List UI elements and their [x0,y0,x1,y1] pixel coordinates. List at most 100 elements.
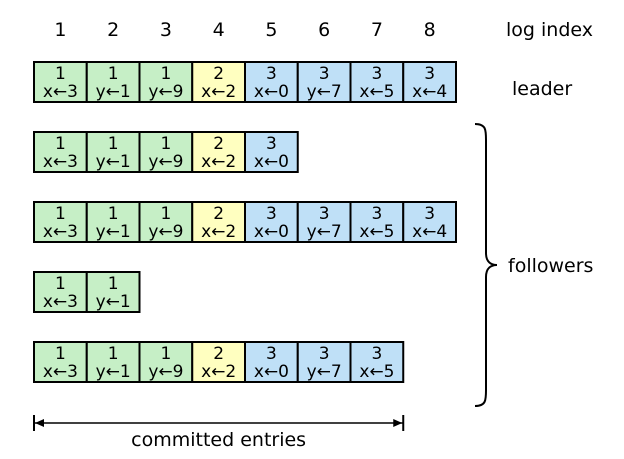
log-entry-box [191,201,246,243]
entry-command: x←2 [201,82,236,102]
entry-term: 1 [55,274,66,294]
log-entry: 1y←9 [138,341,194,383]
entry-term: 1 [108,64,119,84]
log-entry: 2x←2 [191,61,246,103]
log-entry-box [402,201,457,243]
entry-term: 1 [108,134,119,154]
log-entry: 1y←1 [85,341,141,383]
committed-entries-marker [33,415,405,431]
log-entry-box [244,341,299,383]
log-entry-box [191,341,246,383]
log-entry-box [138,61,194,103]
entry-command: y←9 [148,222,183,242]
log-index-number: 2 [107,19,119,41]
log-entry: 1y←9 [138,201,194,243]
arrow-right-icon [393,419,403,427]
entry-term: 3 [371,344,382,364]
entry-command: y←7 [307,362,342,382]
log-index-number: 7 [371,19,383,41]
entry-command: x←0 [254,152,289,172]
log-entry: 3y←7 [296,201,352,243]
entry-term: 3 [266,64,277,84]
log-entry-box [244,131,299,173]
entry-term: 1 [160,204,171,224]
log-entry: 3x←5 [349,341,405,383]
log-entry: 1y←9 [138,131,194,173]
log-index-number: 1 [54,19,66,41]
entry-term: 3 [371,204,382,224]
followers-label: followers [508,255,593,277]
log-entry: 1y←1 [85,131,141,173]
entry-term: 2 [213,134,224,154]
entry-command: x←2 [201,152,236,172]
entry-term: 1 [108,274,119,294]
follower-log: 1x←31y←11y←92x←23x←03y←73x←5 [33,341,405,383]
entry-term: 3 [424,64,435,84]
followers-brace [474,123,498,407]
log-entry-box [296,341,352,383]
entry-term: 3 [371,64,382,84]
log-entry-box [349,341,405,383]
entry-term: 3 [319,344,330,364]
log-entry-box [296,201,352,243]
entry-command: x←4 [412,82,447,102]
log-entry: 3x←0 [244,61,299,103]
log-index-number: 4 [213,19,225,41]
entry-command: y←9 [148,152,183,172]
log-entry: 1x←3 [33,131,88,173]
log-entry: 3x←0 [244,131,299,173]
entry-command: x←3 [43,82,78,102]
log-rows: 1x←31y←11y←92x←23x←03y←73x←53x←41x←31y←1… [33,61,457,383]
entry-term: 2 [213,64,224,84]
log-index-number: 8 [424,19,436,41]
entry-command: x←0 [254,362,289,382]
entry-command: y←1 [96,222,131,242]
log-entry: 3x←0 [244,341,299,383]
entry-term: 3 [424,204,435,224]
entry-command: x←3 [43,292,78,312]
log-entry: 3x←4 [402,61,457,103]
log-entry: 3x←5 [349,201,405,243]
log-entry-box [191,131,246,173]
log-entry: 1x←3 [33,341,88,383]
entry-term: 1 [55,344,66,364]
entry-command: x←0 [254,82,289,102]
log-entry: 1x←3 [33,201,88,243]
entry-command: x←0 [254,222,289,242]
log-entry: 3x←0 [244,201,299,243]
log-index-number: 3 [160,19,172,41]
log-entry-box [349,61,405,103]
log-index-label: log index [506,19,593,41]
log-entry: 1y←9 [138,61,194,103]
log-entry: 3y←7 [296,61,352,103]
entry-command: x←3 [43,222,78,242]
log-entry-box [85,131,141,173]
entry-command: x←5 [359,362,394,382]
log-entry: 2x←2 [191,201,246,243]
entry-term: 1 [160,64,171,84]
follower-log: 1x←31y←11y←92x←23x←0 [33,131,299,173]
arrow-left-icon [35,419,44,427]
entry-command: x←5 [359,222,394,242]
log-index-header: 1 2 3 4 5 6 7 8 [54,19,435,41]
log-entry: 1x←3 [33,271,88,313]
entry-command: y←9 [148,82,183,102]
log-entry: 3x←5 [349,61,405,103]
entry-command: x←3 [43,362,78,382]
log-entry-box [33,201,88,243]
entry-term: 1 [55,64,66,84]
log-entry-box [349,201,405,243]
log-entry-box [138,201,194,243]
log-entry: 2x←2 [191,131,246,173]
log-entry: 1y←1 [85,61,141,103]
log-index-number: 6 [318,19,330,41]
log-index-number: 5 [265,19,277,41]
log-entry-box [33,61,88,103]
entry-term: 2 [213,344,224,364]
entry-term: 3 [266,134,277,154]
entry-term: 3 [266,204,277,224]
log-entry: 1y←1 [85,201,141,243]
log-entry: 3x←4 [402,201,457,243]
